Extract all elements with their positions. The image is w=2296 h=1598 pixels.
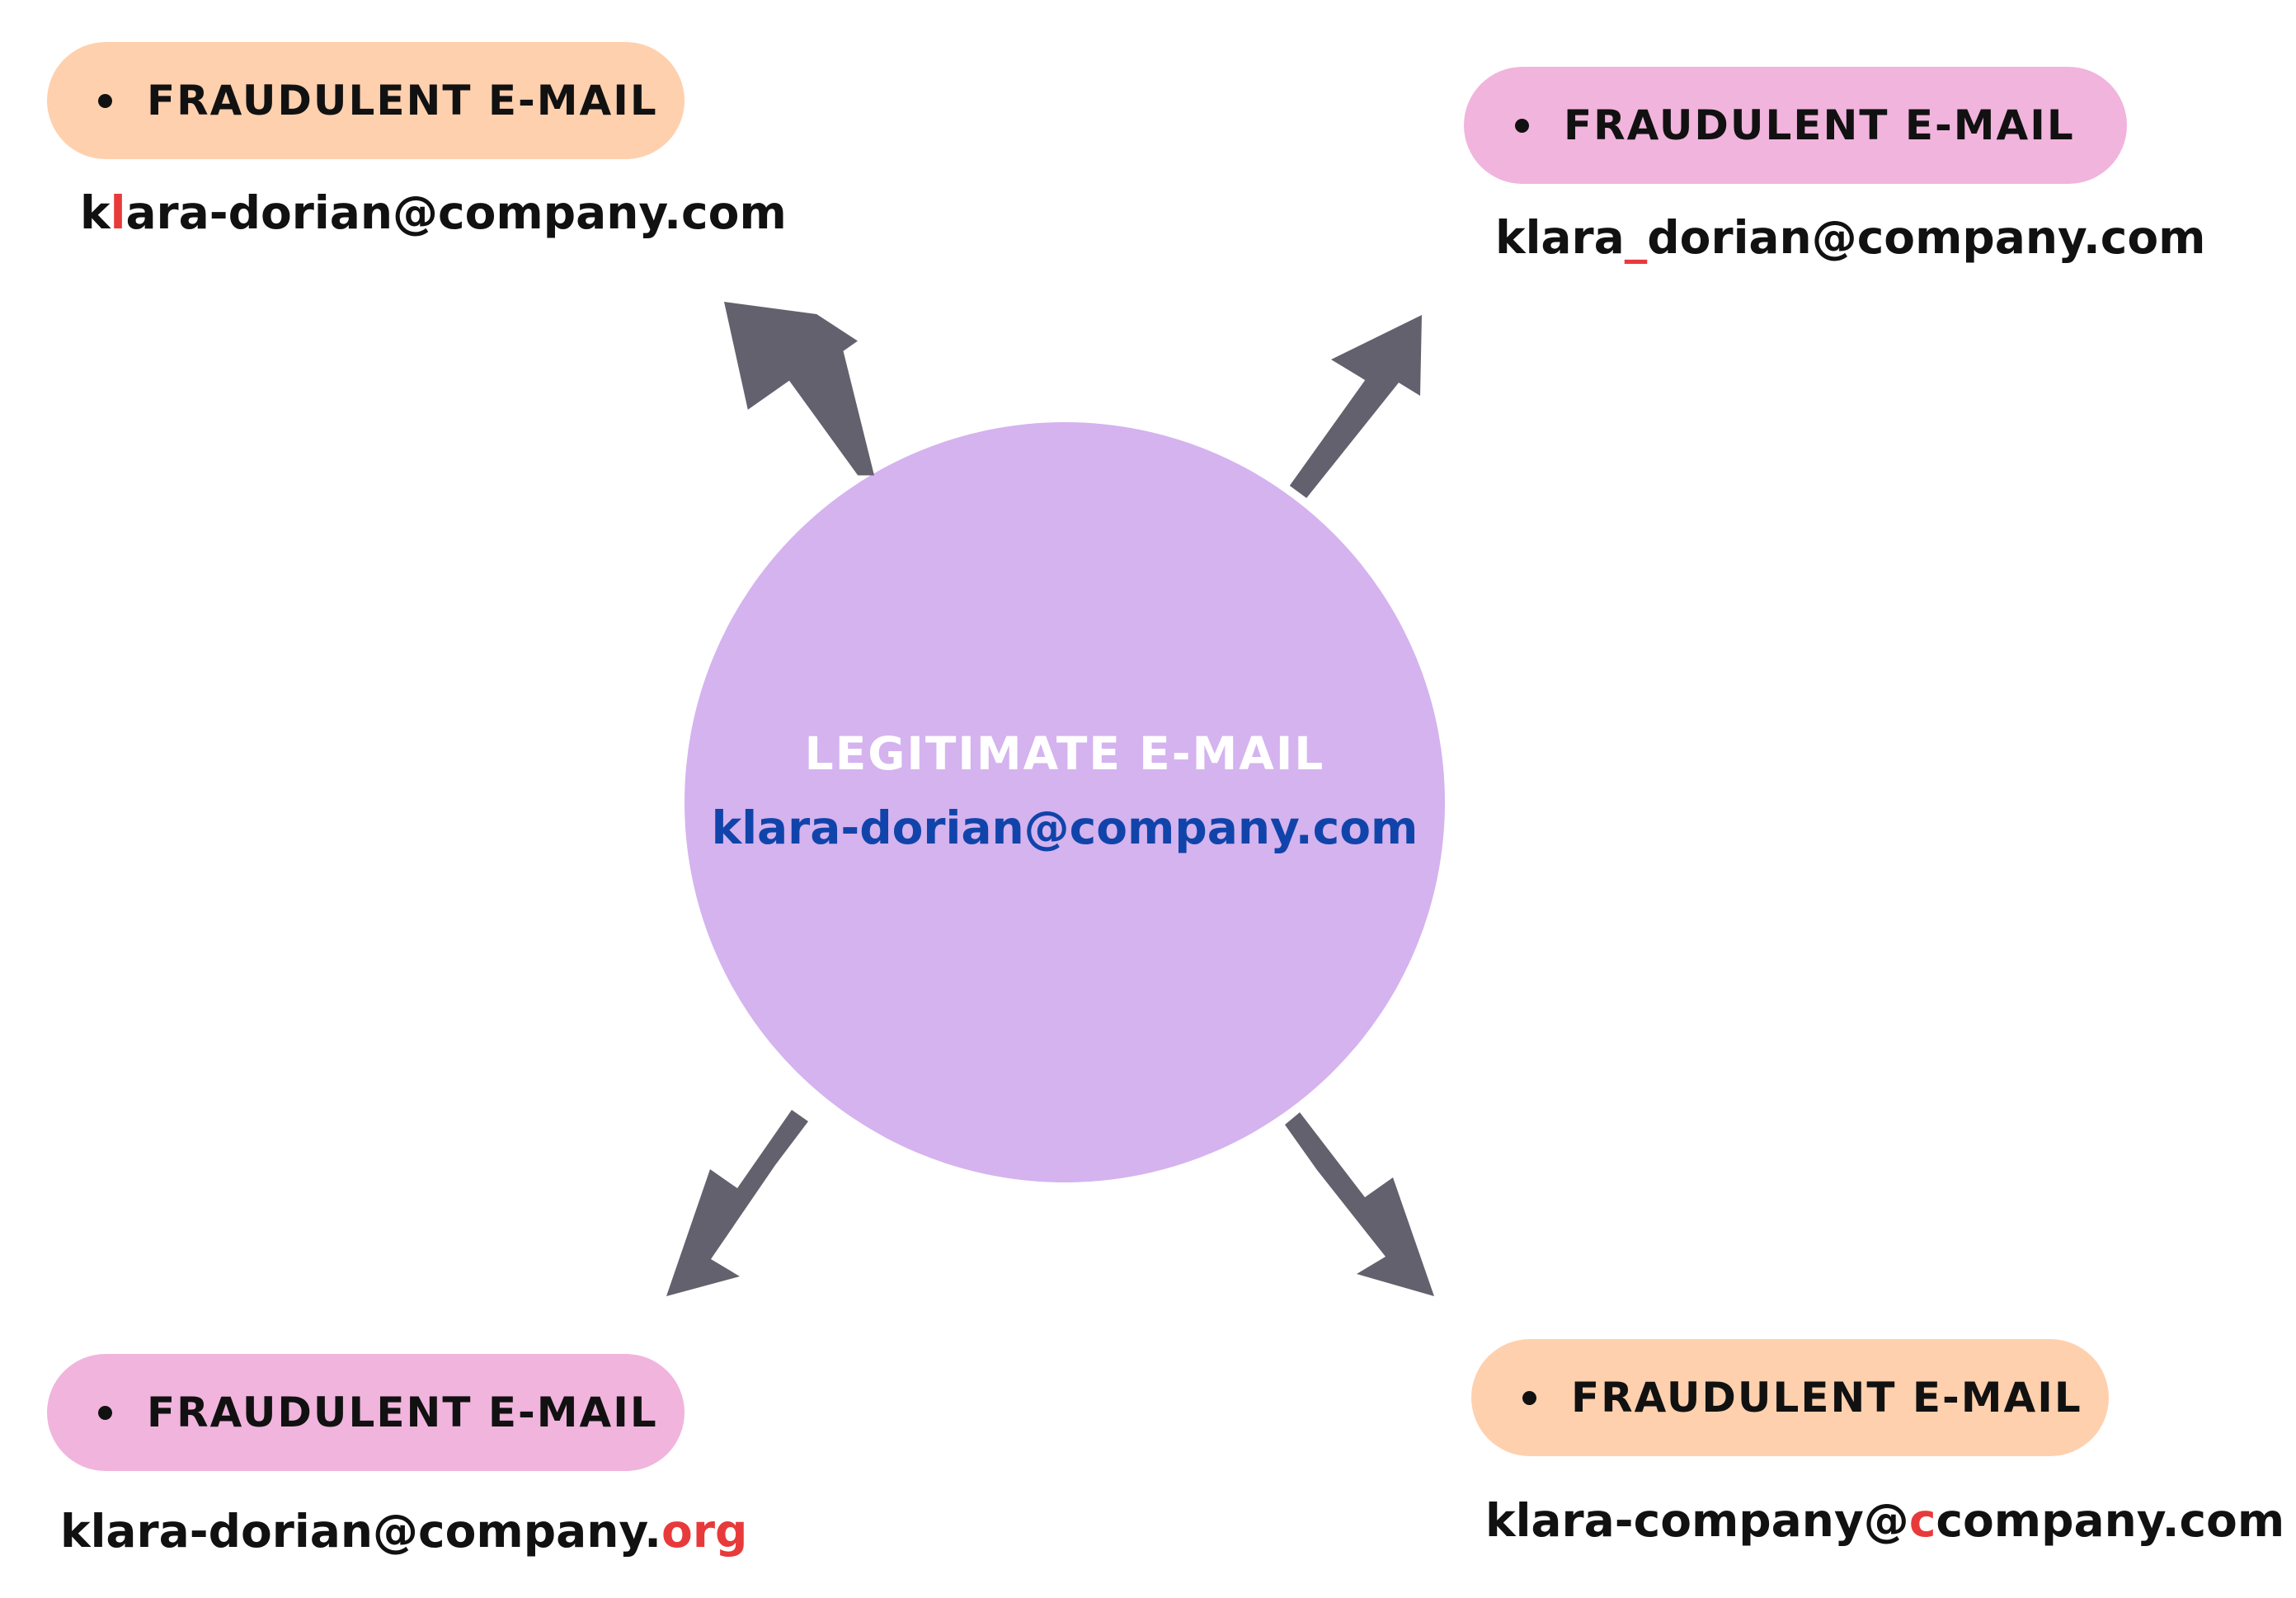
fraud-email-top-left: klara-dorian@company.com [80, 186, 787, 239]
bullet-icon [98, 1405, 112, 1420]
fraud-label-top-right: FRAUDULENT E-MAIL [1464, 67, 2127, 184]
fraud-label-text: FRAUDULENT E-MAIL [147, 77, 658, 125]
email-part: klara-dorian@company. [60, 1505, 662, 1558]
arrow-top-left-icon [724, 302, 874, 476]
fraud-label-top-left: FRAUDULENT E-MAIL [47, 42, 685, 159]
fraud-email-top-right: klara_dorian@company.com [1495, 211, 2205, 264]
fraud-email-bottom-left: klara-dorian@company.org [60, 1505, 747, 1558]
fraud-label-text: FRAUDULENT E-MAIL [147, 1389, 658, 1436]
legitimate-email-title: LEGITIMATE E-MAIL [804, 727, 1325, 780]
fraud-label-bottom-right: FRAUDULENT E-MAIL [1471, 1339, 2109, 1456]
arrow-bottom-right-icon [1285, 1112, 1434, 1296]
arrow-bottom-left-icon [666, 1110, 808, 1296]
fraud-label-text: FRAUDULENT E-MAIL [1571, 1374, 2082, 1422]
bullet-icon [1515, 118, 1529, 133]
email-part: dorian@company.com [1647, 211, 2206, 264]
email-difference: org [661, 1505, 748, 1558]
email-part: k [80, 186, 111, 239]
bullet-icon [1522, 1390, 1536, 1405]
email-part: klara-company@ [1485, 1494, 1909, 1547]
email-difference: _ [1624, 211, 1648, 264]
legitimate-email-address: klara-dorian@company.com [711, 801, 1419, 854]
bullet-icon [98, 93, 112, 108]
fraud-label-bottom-left: FRAUDULENT E-MAIL [47, 1354, 685, 1471]
fraud-email-bottom-right: klara-company@ccompany.com [1485, 1494, 2284, 1547]
email-part: klara [1495, 211, 1625, 264]
email-part: ara-dorian@company.com [125, 186, 787, 239]
arrow-top-right-icon [1289, 315, 1422, 498]
email-part: company.com [1936, 1494, 2285, 1547]
email-difference: l [110, 186, 126, 239]
fraud-label-text: FRAUDULENT E-MAIL [1564, 101, 2075, 149]
legitimate-email-circle: LEGITIMATE E-MAIL klara-dorian@company.c… [685, 422, 1445, 1182]
email-difference: c [1908, 1494, 1936, 1547]
